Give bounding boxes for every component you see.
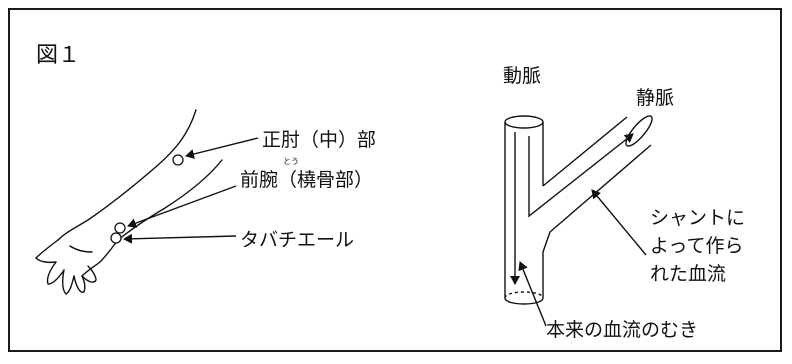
leader-arrow-elbow [185, 137, 259, 159]
label-radial-site: 前腕（橈骨部） [240, 169, 373, 191]
label-shunt-line2: よって作ら [650, 235, 743, 257]
label-shunt-line1: シャントに [650, 207, 745, 229]
site-marker-elbow [172, 154, 184, 166]
site-marker-snuffbox [110, 232, 122, 244]
label-artery: 動脈 [503, 65, 541, 87]
leader-arrow-snuffbox [123, 233, 237, 244]
shunt-flow-arrow [528, 133, 634, 218]
figure-title: 図１ [36, 43, 80, 68]
label-shunt-line3: れた血流 [650, 263, 726, 285]
site-marker-radial [114, 222, 126, 234]
figure-frame [8, 8, 782, 352]
label-snuffbox-site: タバチエール [240, 229, 354, 251]
leader-arrow-shunt [591, 189, 647, 256]
vessel-illustration [504, 115, 653, 305]
leader-arrow-radial [127, 185, 237, 228]
label-radial-ruby: とう [283, 157, 299, 166]
arm-illustration [35, 109, 223, 295]
label-vein: 静脈 [636, 87, 674, 109]
label-elbow-site: 正肘（中）部 [262, 129, 376, 151]
label-normal-flow: 本来の血流のむき [546, 319, 698, 341]
leader-arrow-normal-flow [518, 261, 547, 327]
